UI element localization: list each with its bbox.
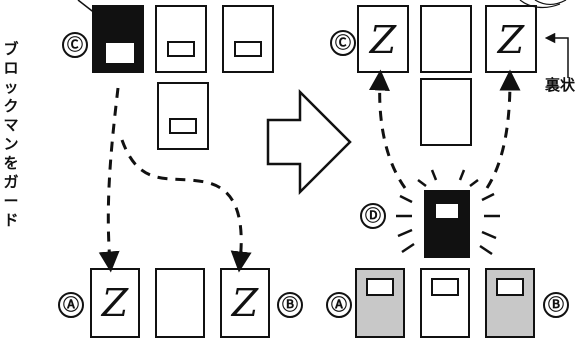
z-symbol: Z	[497, 18, 525, 62]
marker-c-right: Ⓒ	[330, 30, 356, 56]
glow-rays	[396, 169, 500, 256]
pointer-line	[77, 0, 97, 15]
caption-char: ド	[3, 211, 19, 229]
caption-char: ン	[3, 135, 19, 153]
caption-char: ロ	[3, 59, 19, 77]
card-second-row-right[interactable]	[420, 78, 472, 146]
marker-b-right: Ⓑ	[543, 292, 569, 318]
marker-b-left: Ⓑ	[277, 292, 303, 318]
caption-char: を	[3, 154, 19, 172]
dashed-arrow-to-a	[98, 87, 120, 273]
caption-char: ク	[3, 97, 19, 115]
card-window	[106, 43, 134, 63]
side-note: 裏状	[544, 76, 575, 94]
marker-a-right: Ⓐ	[326, 292, 352, 318]
card-top-middle-right[interactable]	[420, 5, 472, 73]
corner-illustration	[519, 0, 567, 9]
card-c-right[interactable]: Z	[357, 5, 409, 73]
caption-char: ー	[3, 192, 19, 210]
card-window	[366, 278, 394, 296]
card-window	[167, 41, 195, 57]
transition-arrow-icon	[266, 88, 352, 196]
dashed-arrow-to-b	[120, 139, 252, 273]
z-symbol: Z	[231, 281, 259, 325]
card-top-right[interactable]	[222, 5, 274, 73]
dashed-arrow-to-right	[485, 69, 521, 189]
caption-char: ブ	[3, 40, 19, 58]
card-d-glowing[interactable]	[424, 190, 470, 258]
caption-char: ッ	[3, 78, 19, 96]
card-window	[436, 204, 458, 218]
marker-c-left: Ⓒ	[62, 32, 88, 58]
card-top-middle[interactable]	[155, 5, 207, 73]
dashed-arrow-to-c	[368, 69, 407, 189]
card-window	[431, 278, 459, 296]
z-symbol: Z	[101, 281, 129, 325]
card-a-right[interactable]	[355, 268, 405, 338]
selected-card-c[interactable]	[92, 5, 144, 73]
caption-char: マ	[3, 116, 19, 134]
card-b-right[interactable]	[485, 268, 535, 338]
side-note-arrow	[544, 32, 569, 78]
z-symbol: Z	[369, 18, 397, 62]
card-blank-left[interactable]	[155, 268, 205, 338]
diagram-overlay	[77, 0, 569, 273]
caption-char: ガ	[3, 173, 19, 191]
marker-d: Ⓓ	[360, 203, 386, 229]
card-window	[496, 278, 524, 296]
card-window	[234, 41, 262, 57]
card-second-row[interactable]	[157, 82, 209, 150]
marker-a-left: Ⓐ	[58, 292, 84, 318]
vertical-caption: ブ ロ ッ ク マ ン を ガ ー ド	[0, 40, 22, 230]
card-window	[169, 118, 197, 134]
